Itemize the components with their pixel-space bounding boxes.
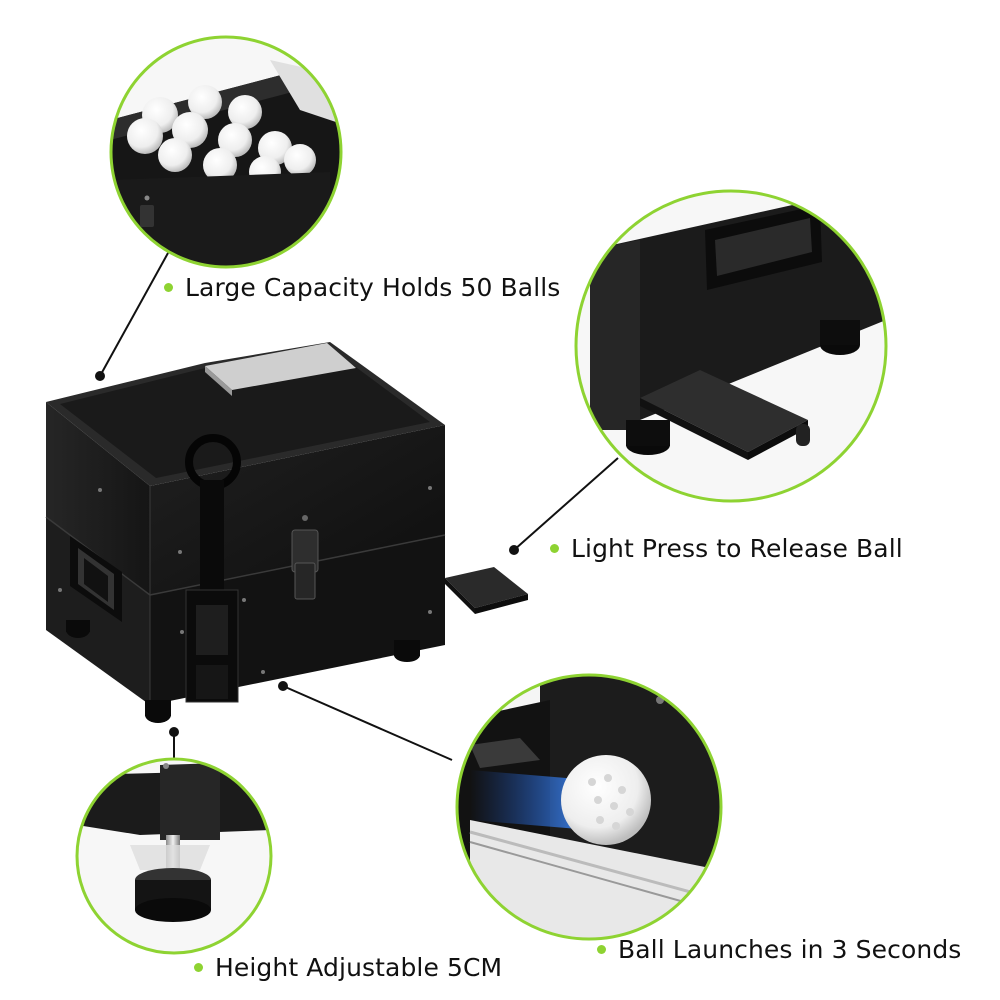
bullet-dot-icon xyxy=(550,544,559,553)
feature-label: Large Capacity Holds 50 Balls xyxy=(185,273,561,302)
callout-connector-lines xyxy=(99,252,619,761)
feature-large-capacity: Large Capacity Holds 50 Balls xyxy=(164,273,560,302)
pedal-detail-circle xyxy=(574,189,888,503)
launch-detail-circle xyxy=(455,673,723,941)
foot-pedal xyxy=(445,567,528,614)
front-latch xyxy=(291,515,319,600)
bullet-dot-icon xyxy=(597,945,606,954)
side-handle xyxy=(70,536,122,622)
feature-ball-launch: Ball Launches in 3 Seconds xyxy=(597,935,961,964)
bullet-dot-icon xyxy=(194,963,203,972)
feature-label: Ball Launches in 3 Seconds xyxy=(618,935,962,964)
height-detail-circle xyxy=(75,757,273,955)
bullet-dot-icon xyxy=(164,283,173,292)
feature-height-adjustable: Height Adjustable 5CM xyxy=(194,953,502,982)
feature-label: Light Press to Release Ball xyxy=(571,534,903,563)
ball-dispenser-machine xyxy=(45,342,528,723)
feature-light-press: Light Press to Release Ball xyxy=(550,534,903,563)
feature-label: Height Adjustable 5CM xyxy=(215,953,503,982)
connector-dots xyxy=(95,371,519,737)
machine-feet xyxy=(66,620,420,723)
ball-return-tube xyxy=(185,434,241,703)
capacity-detail-circle xyxy=(109,35,343,269)
